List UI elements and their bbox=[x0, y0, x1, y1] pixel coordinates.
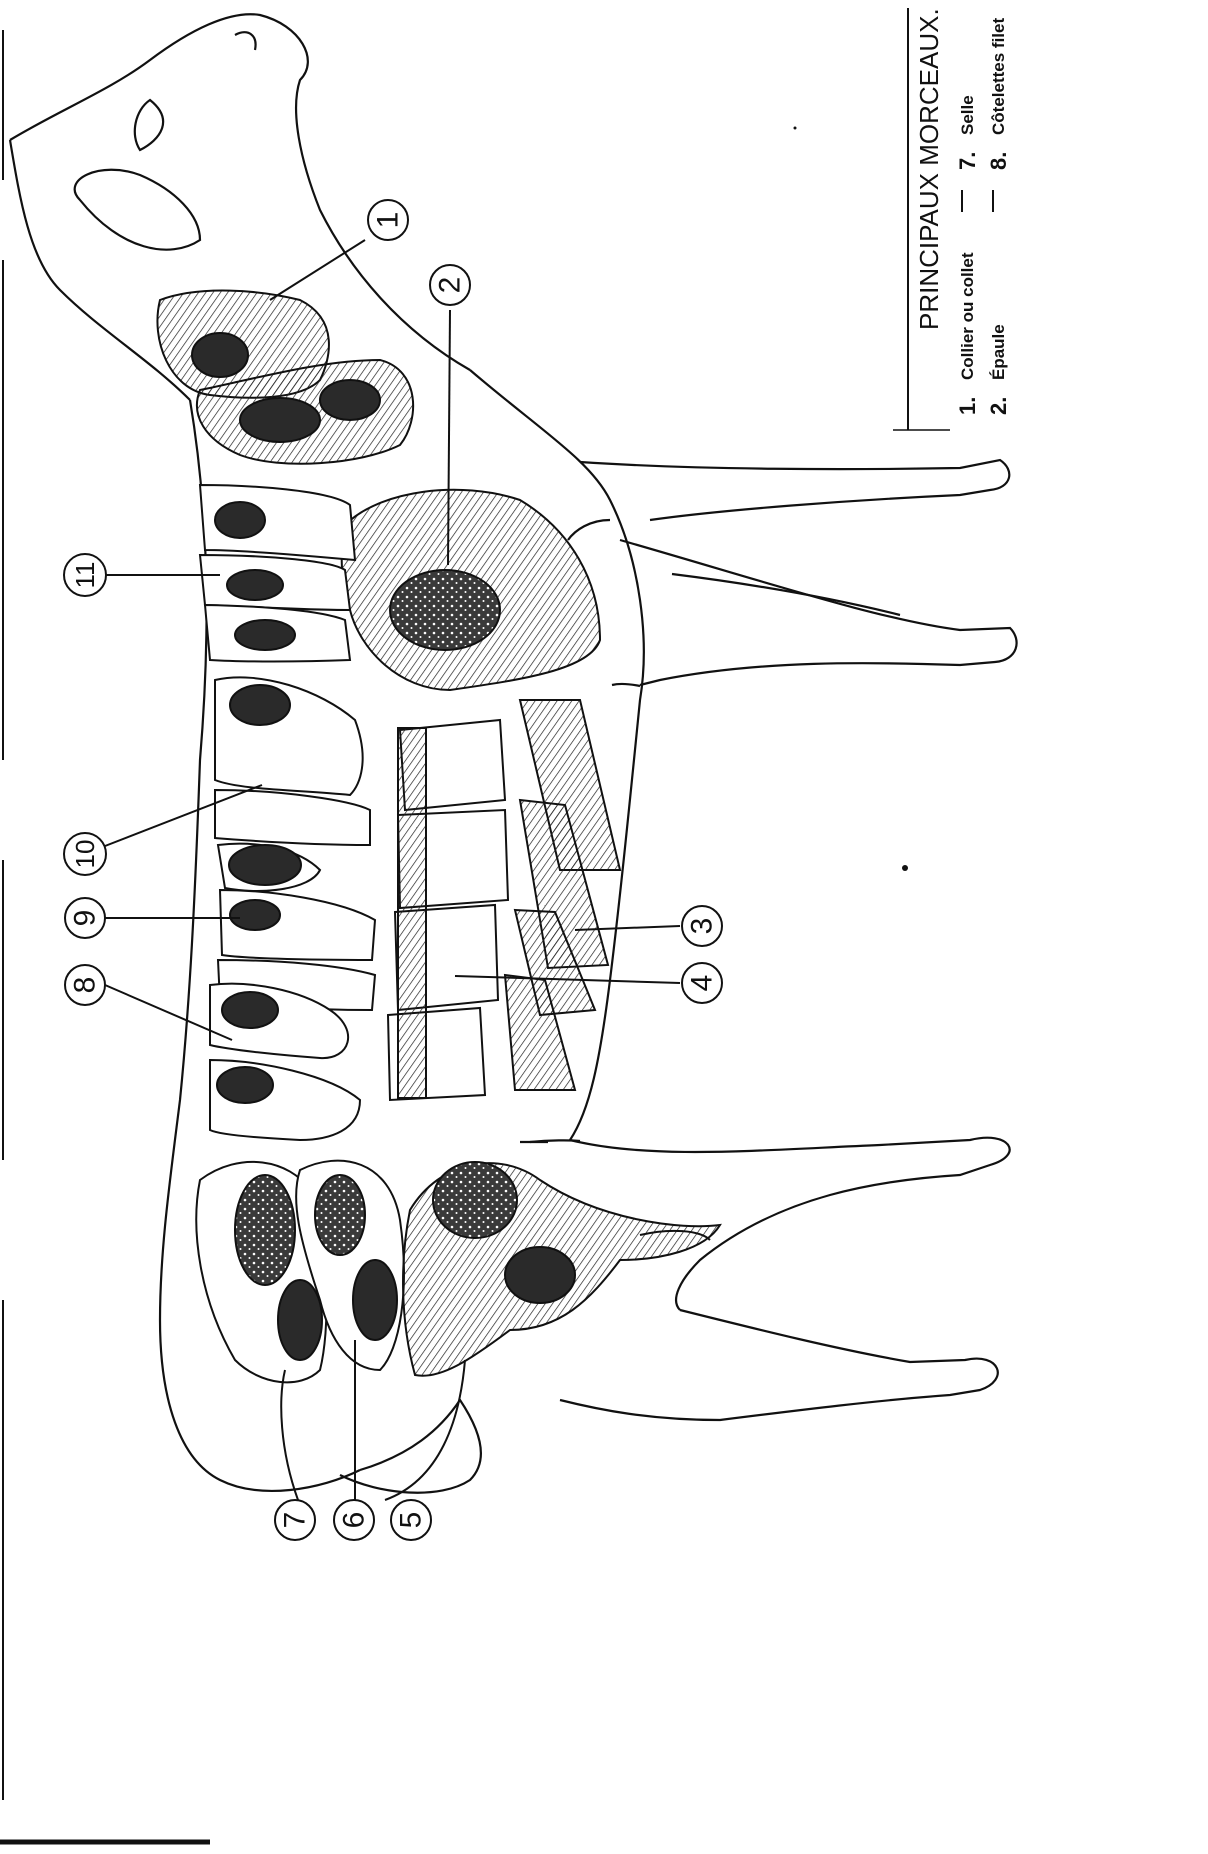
callout-8: 8 bbox=[65, 965, 105, 1005]
legend-item-1-num: 1. bbox=[955, 397, 980, 415]
legend-item-7-label: Selle bbox=[958, 95, 977, 135]
legend-item-2-label: Épaule bbox=[989, 324, 1008, 380]
callout-9: 9 bbox=[65, 898, 105, 938]
cut-cotes bbox=[200, 485, 355, 662]
callout-6: 6 bbox=[334, 1500, 374, 1540]
callout-9-label: 9 bbox=[69, 910, 102, 927]
stray-dot bbox=[902, 865, 908, 871]
stray-dot-2 bbox=[794, 127, 797, 130]
callout-7: 7 bbox=[275, 1500, 315, 1540]
legend-item-2-num: 2. bbox=[986, 397, 1011, 415]
legend-item-8-num: 8. bbox=[986, 152, 1011, 170]
callout-1: 1 bbox=[368, 200, 408, 240]
callout-10-label: 10 bbox=[70, 840, 100, 869]
cut-cotelettes bbox=[210, 890, 375, 1140]
callout-2: 2 bbox=[430, 265, 470, 305]
callout-2-label: 2 bbox=[434, 277, 467, 294]
callout-4-label: 4 bbox=[686, 975, 719, 992]
callout-3-label: 3 bbox=[686, 918, 719, 935]
cut-gigot bbox=[196, 1161, 720, 1383]
cut-poitrine bbox=[388, 700, 620, 1100]
callout-11-label: 11 bbox=[70, 562, 100, 589]
legend-item-7-num: 7. bbox=[955, 152, 980, 170]
cut-epaule bbox=[342, 490, 600, 690]
callout-5: 5 bbox=[391, 1500, 431, 1540]
legend: PRINCIPAUX MORCEAUX. 1. Collier ou colle… bbox=[893, 8, 1011, 430]
callout-10: 10 bbox=[64, 833, 106, 875]
callout-1-label: 1 bbox=[372, 212, 405, 229]
callout-4: 4 bbox=[682, 963, 722, 1003]
legend-title: PRINCIPAUX MORCEAUX. bbox=[914, 8, 944, 330]
callout-5-label: 5 bbox=[395, 1512, 428, 1529]
cut-filet bbox=[215, 677, 370, 891]
callout-6-label: 6 bbox=[338, 1512, 371, 1529]
callout-8-label: 8 bbox=[69, 977, 102, 994]
callout-11: 11 bbox=[64, 554, 106, 596]
legend-item-1-label: Collier ou collet bbox=[958, 252, 977, 380]
callout-7-label: 7 bbox=[279, 1512, 312, 1529]
callout-3: 3 bbox=[682, 906, 722, 946]
legend-item-8-label: Côtelettes filet bbox=[989, 18, 1008, 135]
